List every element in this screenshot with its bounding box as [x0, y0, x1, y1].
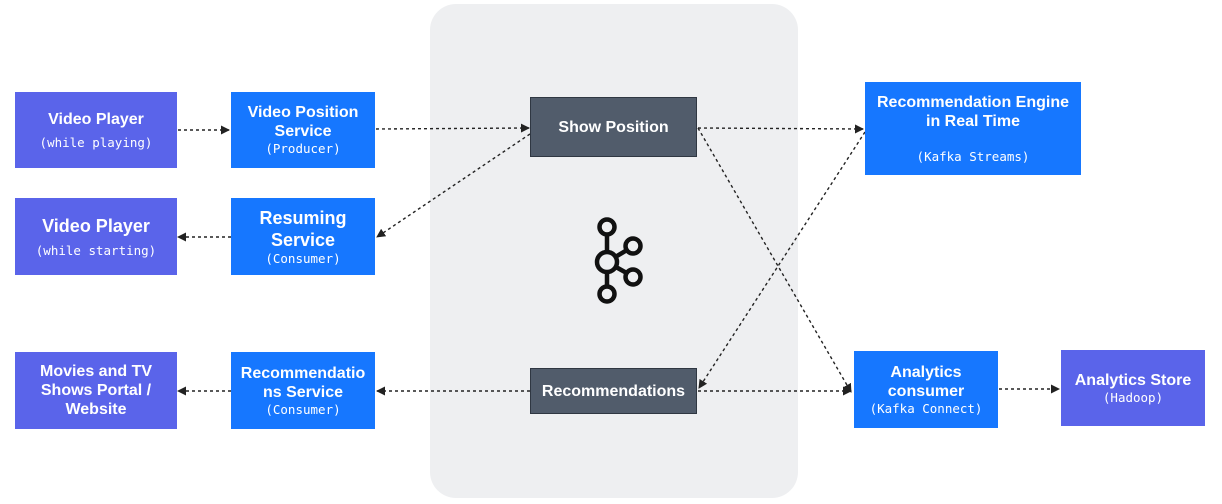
node-subtitle: (Kafka Connect) — [869, 400, 983, 416]
node-title: Video Player — [48, 110, 144, 128]
video-player-playing-node: Video Player (while playing) — [15, 92, 177, 168]
node-title: Movies and TV Shows Portal / Website — [39, 363, 153, 418]
video-player-starting-node: Video Player (while starting) — [15, 198, 177, 275]
node-title: Recommendations Service — [240, 364, 366, 401]
node-title: Video Player — [42, 215, 150, 236]
node-subtitle: (while starting) — [35, 242, 157, 258]
node-subtitle: (Consumer) — [265, 401, 341, 417]
node-subtitle: (Consumer) — [265, 250, 341, 266]
recommendations-service-node: Recommendations Service (Consumer) — [231, 352, 375, 429]
topic-title: Recommendations — [541, 382, 686, 400]
kafka-icon — [594, 217, 643, 304]
node-subtitle: (Kafka Streams) — [916, 148, 1030, 164]
analytics-consumer-node: Analytics consumer (Kafka Connect) — [854, 351, 998, 428]
arrow-engine-to-recommendations — [698, 131, 866, 389]
resuming-service-node: Resuming Service (Consumer) — [231, 198, 375, 275]
node-title: Analytics consumer — [887, 363, 965, 400]
recommendations-topic: Recommendations — [530, 368, 697, 414]
arrow-show-position-to-resuming — [376, 133, 531, 238]
node-title: Video Position Service — [247, 104, 359, 140]
movies-portal-node: Movies and TV Shows Portal / Website — [15, 352, 177, 429]
node-subtitle: (Producer) — [265, 141, 341, 156]
kafka-cluster-panel — [430, 4, 798, 498]
arrow-position-service-to-topic — [375, 123, 530, 133]
arrow-show-position-to-engine — [697, 124, 864, 134]
node-title: Resuming Service — [259, 207, 347, 250]
node-subtitle: (Hadoop) — [1102, 389, 1164, 405]
topic-title: Show Position — [558, 118, 669, 136]
video-position-service-node: Video Position Service (Producer) — [231, 92, 375, 168]
recommendation-engine-node: Recommendation Engine in Real Time (Kafk… — [865, 82, 1081, 175]
arrow-show-position-to-analytics — [697, 127, 852, 393]
analytics-store-node: Analytics Store (Hadoop) — [1061, 350, 1205, 426]
node-title: Analytics Store — [1074, 371, 1192, 389]
show-position-topic: Show Position — [530, 97, 697, 157]
node-subtitle: (while playing) — [39, 134, 153, 150]
node-title: Recommendation Engine in Real Time — [876, 93, 1070, 130]
